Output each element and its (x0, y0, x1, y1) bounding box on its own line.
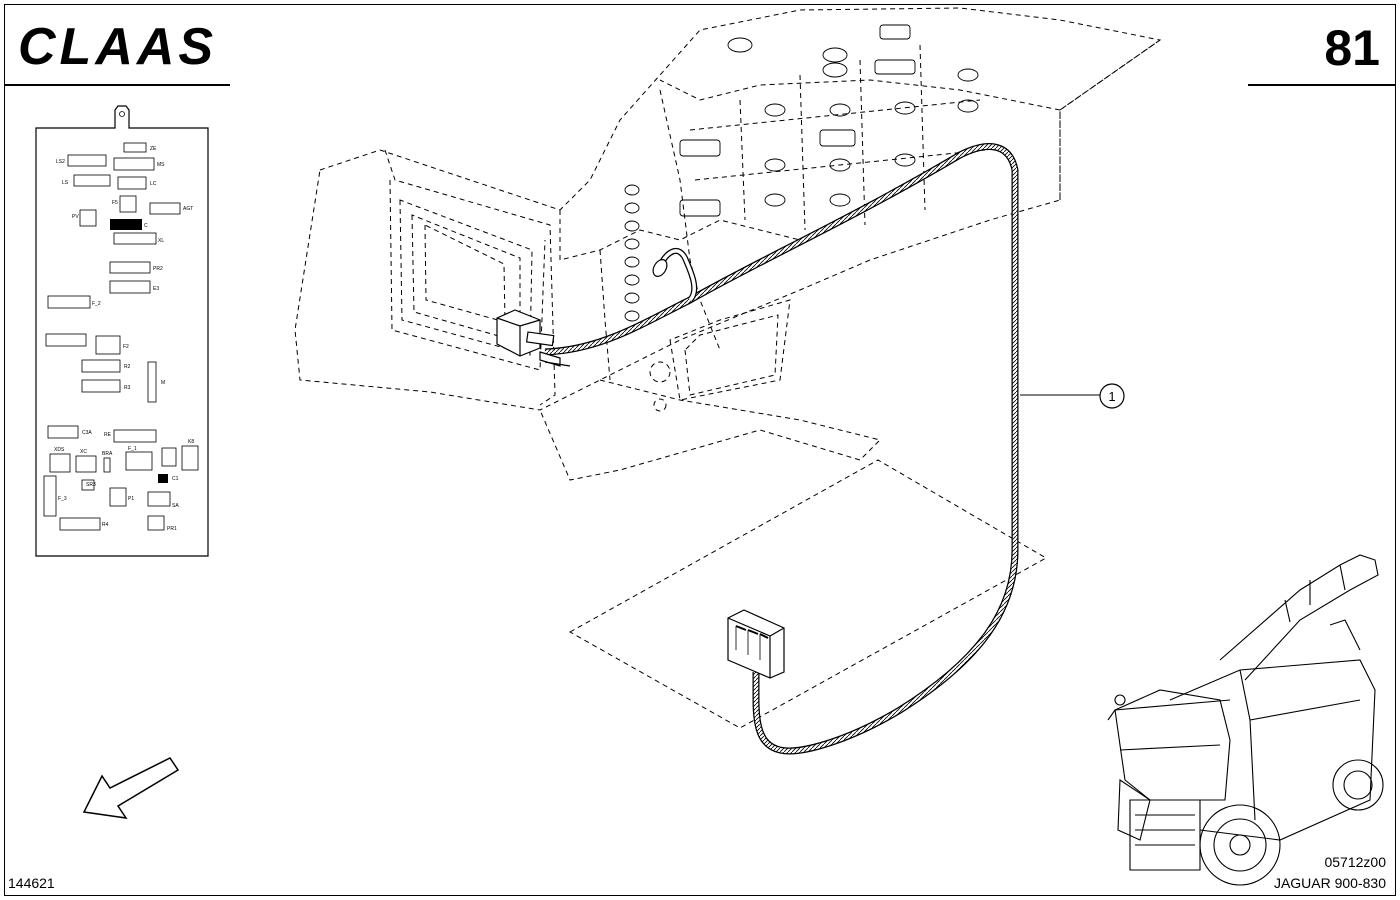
svg-text:F_3: F_3 (58, 496, 67, 502)
fuse-panel: ZE LS2 MS LS LC F5 AGT PV C XL PR2 E3 F_… (35, 105, 209, 557)
svg-text:F2: F2 (123, 344, 129, 350)
svg-text:C: C (144, 223, 148, 229)
reference-code: 05712z00 (1324, 854, 1386, 870)
svg-text:1: 1 (1108, 389, 1115, 404)
svg-text:C1: C1 (172, 476, 179, 482)
svg-text:P1: P1 (128, 496, 134, 502)
small-plug-icon (652, 259, 668, 277)
svg-text:LS2: LS2 (56, 159, 65, 165)
direction-arrow-icon (82, 757, 180, 819)
model-label: JAGUAR 900-830 (1273, 875, 1386, 891)
callout-1: 1 (1020, 383, 1125, 409)
svg-text:F5: F5 (112, 200, 118, 206)
svg-text:ZE: ZE (150, 146, 157, 152)
svg-text:XL: XL (158, 238, 164, 244)
svg-text:SA: SA (172, 503, 179, 509)
forage-harvester-icon (1107, 554, 1384, 886)
cab-console-outline (294, 7, 1162, 481)
svg-text:C3A: C3A (82, 430, 92, 436)
svg-text:AGT: AGT (183, 206, 193, 212)
svg-text:R3: R3 (124, 385, 131, 391)
figure-number: 144621 (8, 875, 55, 891)
svg-text:F_2: F_2 (92, 301, 101, 307)
svg-text:CLAAS: CLAAS (18, 22, 217, 70)
floor-outline (568, 459, 1048, 729)
svg-text:F_1: F_1 (128, 446, 137, 452)
svg-text:R2: R2 (124, 364, 131, 370)
svg-text:XDS: XDS (54, 447, 65, 453)
page-number: 81 (1324, 20, 1380, 76)
claas-logo: CLAAS (18, 22, 217, 70)
fuse-highlighted (110, 219, 142, 230)
svg-text:LS: LS (62, 180, 69, 186)
console-controls (624, 24, 979, 322)
header-rule-right (1248, 84, 1396, 86)
drawing-frame (4, 4, 1396, 896)
svg-text:LC: LC (150, 181, 157, 187)
fuse-highlighted-small (158, 474, 168, 483)
svg-text:R4: R4 (102, 522, 109, 528)
cable-harness (544, 143, 1019, 755)
floor-connector-icon (727, 609, 785, 679)
svg-text:MS: MS (157, 162, 165, 168)
svg-text:K8: K8 (188, 439, 194, 445)
svg-text:PV: PV (72, 214, 79, 220)
svg-text:E3: E3 (153, 286, 159, 292)
svg-text:BRA: BRA (102, 451, 113, 457)
svg-text:XC: XC (80, 449, 87, 455)
svg-text:PR1: PR1 (167, 526, 177, 532)
display-connector-icon (496, 309, 571, 367)
svg-text:RE: RE (104, 432, 112, 438)
svg-text:SR3: SR3 (86, 482, 96, 488)
svg-text:M: M (161, 380, 165, 386)
fuse-panel-components (43, 142, 199, 531)
fuse-panel-labels: ZE LS2 MS LS LC F5 AGT PV C XL PR2 E3 F_… (54, 146, 194, 532)
svg-text:PR2: PR2 (153, 266, 163, 272)
header-rule-left (4, 84, 230, 86)
